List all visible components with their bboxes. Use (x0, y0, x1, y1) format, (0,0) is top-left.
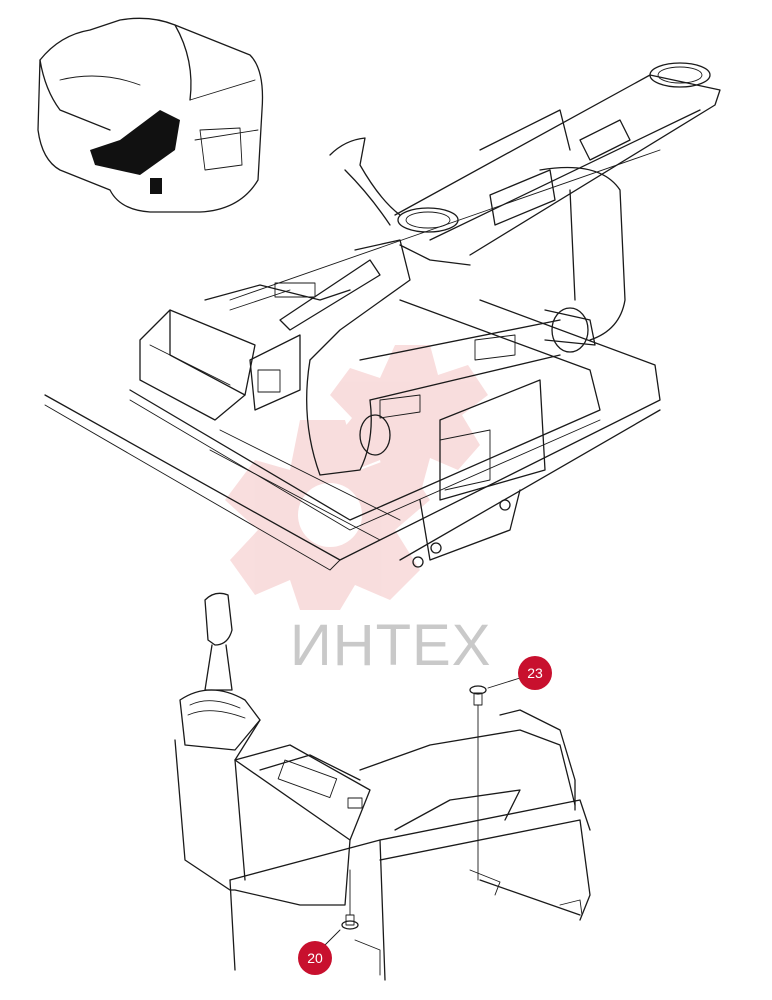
bolt-23 (469, 677, 521, 881)
floor-plate (44, 149, 661, 571)
watermark-gear-icon (225, 345, 488, 610)
console-frame (129, 299, 601, 568)
joystick-console (174, 592, 371, 906)
cab-overview-inset (37, 17, 264, 213)
callout-20[interactable]: 20 (298, 941, 332, 975)
callout-23-label: 23 (527, 665, 543, 681)
air-ducts (279, 62, 721, 476)
bolt-20 (324, 869, 359, 946)
callout-23[interactable]: 23 (518, 656, 552, 690)
seat-stand-base (229, 709, 591, 981)
callout-20-label: 20 (307, 950, 323, 966)
watermark-text: ИНТЕХ (290, 613, 491, 678)
left-console-box (139, 282, 351, 421)
rear-housing (439, 109, 571, 501)
